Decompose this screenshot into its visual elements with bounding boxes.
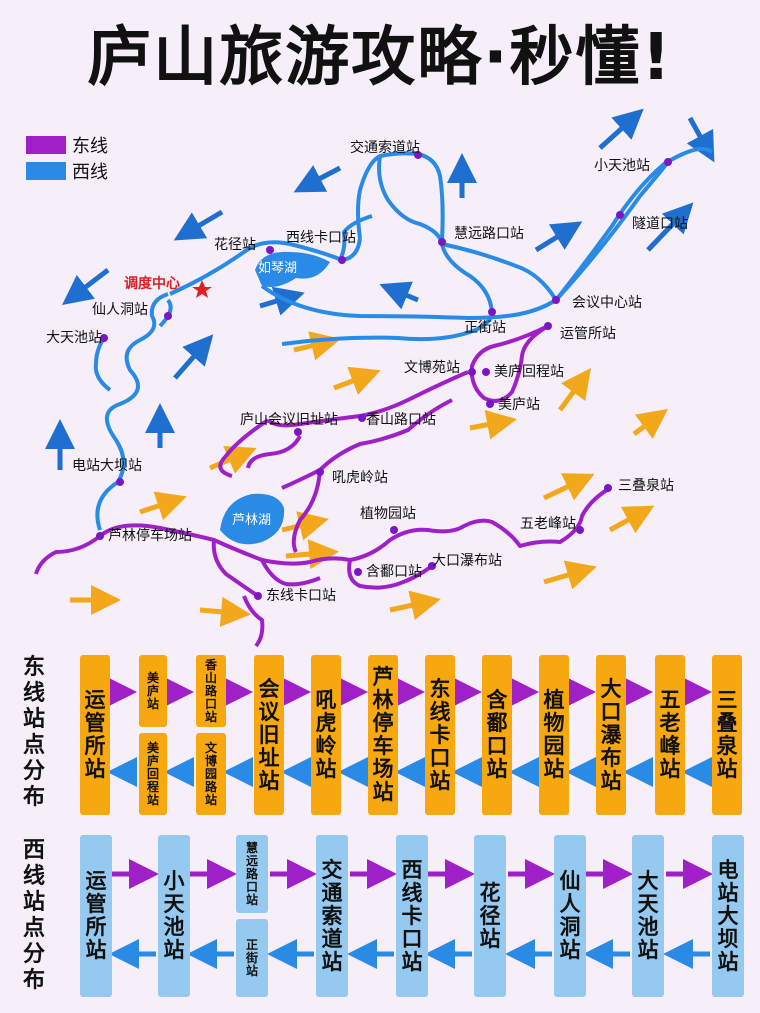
west-station-box: 运管所站 bbox=[80, 835, 112, 997]
east-return-box: 美庐回程站 bbox=[139, 733, 167, 815]
station-label: 植物园站 bbox=[360, 506, 416, 522]
station-label: 芦林停车场站 bbox=[108, 527, 192, 544]
station-label: 美庐站 bbox=[498, 397, 540, 413]
east-station-box: 香山路口站 bbox=[196, 655, 226, 727]
west-return-box: 正街站 bbox=[236, 919, 268, 997]
station-label: 庐山会议旧址站 bbox=[240, 412, 338, 428]
station-label: 美庐回程站 bbox=[494, 364, 564, 380]
station-label: 文博苑站 bbox=[404, 359, 460, 376]
west-station-box: 仙人洞站 bbox=[554, 835, 586, 997]
lake-label: 如琴湖 bbox=[258, 260, 297, 276]
station-label: 交通索道站 bbox=[350, 139, 420, 156]
west-station-box: 西线卡口站 bbox=[396, 835, 428, 997]
legend-east-swatch bbox=[26, 136, 66, 154]
station-label: 运管所站 bbox=[560, 326, 616, 342]
east-route bbox=[34, 324, 612, 648]
west-station-box: 交通索道站 bbox=[316, 835, 348, 997]
legend-east: 东线 bbox=[26, 132, 108, 158]
dispatch-center-label: 调度中心 bbox=[124, 275, 180, 292]
east-station-box: 会议旧址站 bbox=[254, 655, 284, 815]
east-section-label: 东线站点分布 bbox=[22, 655, 45, 810]
station-label: 花径站 bbox=[214, 237, 256, 253]
orange-arrows bbox=[70, 331, 669, 627]
lulin-lake bbox=[220, 493, 285, 545]
east-station-box: 美庐站 bbox=[139, 655, 167, 727]
station-label: 电站大坝站 bbox=[72, 458, 142, 474]
map-legend: 东线 西线 bbox=[26, 132, 108, 184]
station-label: 大天池站 bbox=[46, 330, 102, 346]
east-station-box: 吼虎岭站 bbox=[311, 655, 341, 815]
station-label: 会议中心站 bbox=[572, 295, 642, 311]
legend-west-label: 西线 bbox=[72, 162, 108, 183]
station-label: 正街站 bbox=[464, 320, 506, 336]
east-station-box: 含鄱口站 bbox=[482, 655, 512, 815]
west-station-box: 花径站 bbox=[474, 835, 506, 997]
east-return-box: 文博园路站 bbox=[196, 733, 226, 815]
lake-label: 芦林湖 bbox=[232, 513, 271, 528]
east-station-box: 大口瀑布站 bbox=[596, 655, 626, 815]
east-station-box: 运管所站 bbox=[80, 655, 110, 815]
station-label: 大口瀑布站 bbox=[432, 553, 502, 569]
page-title: 庐山旅游攻略·秒懂! bbox=[87, 21, 673, 95]
station-label: 含鄱口站 bbox=[366, 564, 422, 580]
west-station-box: 大天池站 bbox=[632, 835, 664, 997]
west-station-box: 电站大坝站 bbox=[712, 835, 744, 997]
blue-arrows bbox=[45, 108, 715, 470]
west-station-box: 小天池站 bbox=[158, 835, 190, 997]
ruqin-lake bbox=[255, 251, 330, 287]
star-icon bbox=[192, 280, 212, 298]
station-label: 东线卡口站 bbox=[266, 588, 336, 604]
west-station-box: 慧远路口站 bbox=[236, 835, 268, 913]
legend-west-swatch bbox=[26, 162, 66, 180]
station-label: 西线卡口站 bbox=[286, 230, 356, 246]
east-station-box: 植物园站 bbox=[539, 655, 569, 815]
east-station-box: 东线卡口站 bbox=[425, 655, 455, 815]
station-label: 仙人洞站 bbox=[92, 302, 148, 318]
station-label: 小天池站 bbox=[594, 158, 650, 174]
west-route bbox=[93, 147, 714, 531]
west-section-label: 西线站点分布 bbox=[22, 838, 45, 993]
legend-west: 西线 bbox=[26, 158, 108, 184]
station-label: 三叠泉站 bbox=[618, 477, 674, 494]
east-station-box: 芦林停车场站 bbox=[368, 655, 398, 815]
route-map: 交通索道站 小天池站 隧道口站 花径站 西线卡口站 慧远路口站 仙人洞站 大天池… bbox=[34, 108, 715, 648]
east-station-box: 五老峰站 bbox=[655, 655, 685, 815]
station-label: 隧道口站 bbox=[632, 216, 688, 232]
station-label: 香山路口站 bbox=[366, 412, 436, 428]
station-label: 吼虎岭站 bbox=[332, 470, 388, 486]
station-label: 五老峰站 bbox=[520, 516, 576, 532]
east-station-box: 三叠泉站 bbox=[712, 655, 742, 815]
legend-east-label: 东线 bbox=[72, 136, 108, 157]
station-dots bbox=[96, 151, 672, 600]
station-label: 慧远路口站 bbox=[454, 226, 524, 242]
